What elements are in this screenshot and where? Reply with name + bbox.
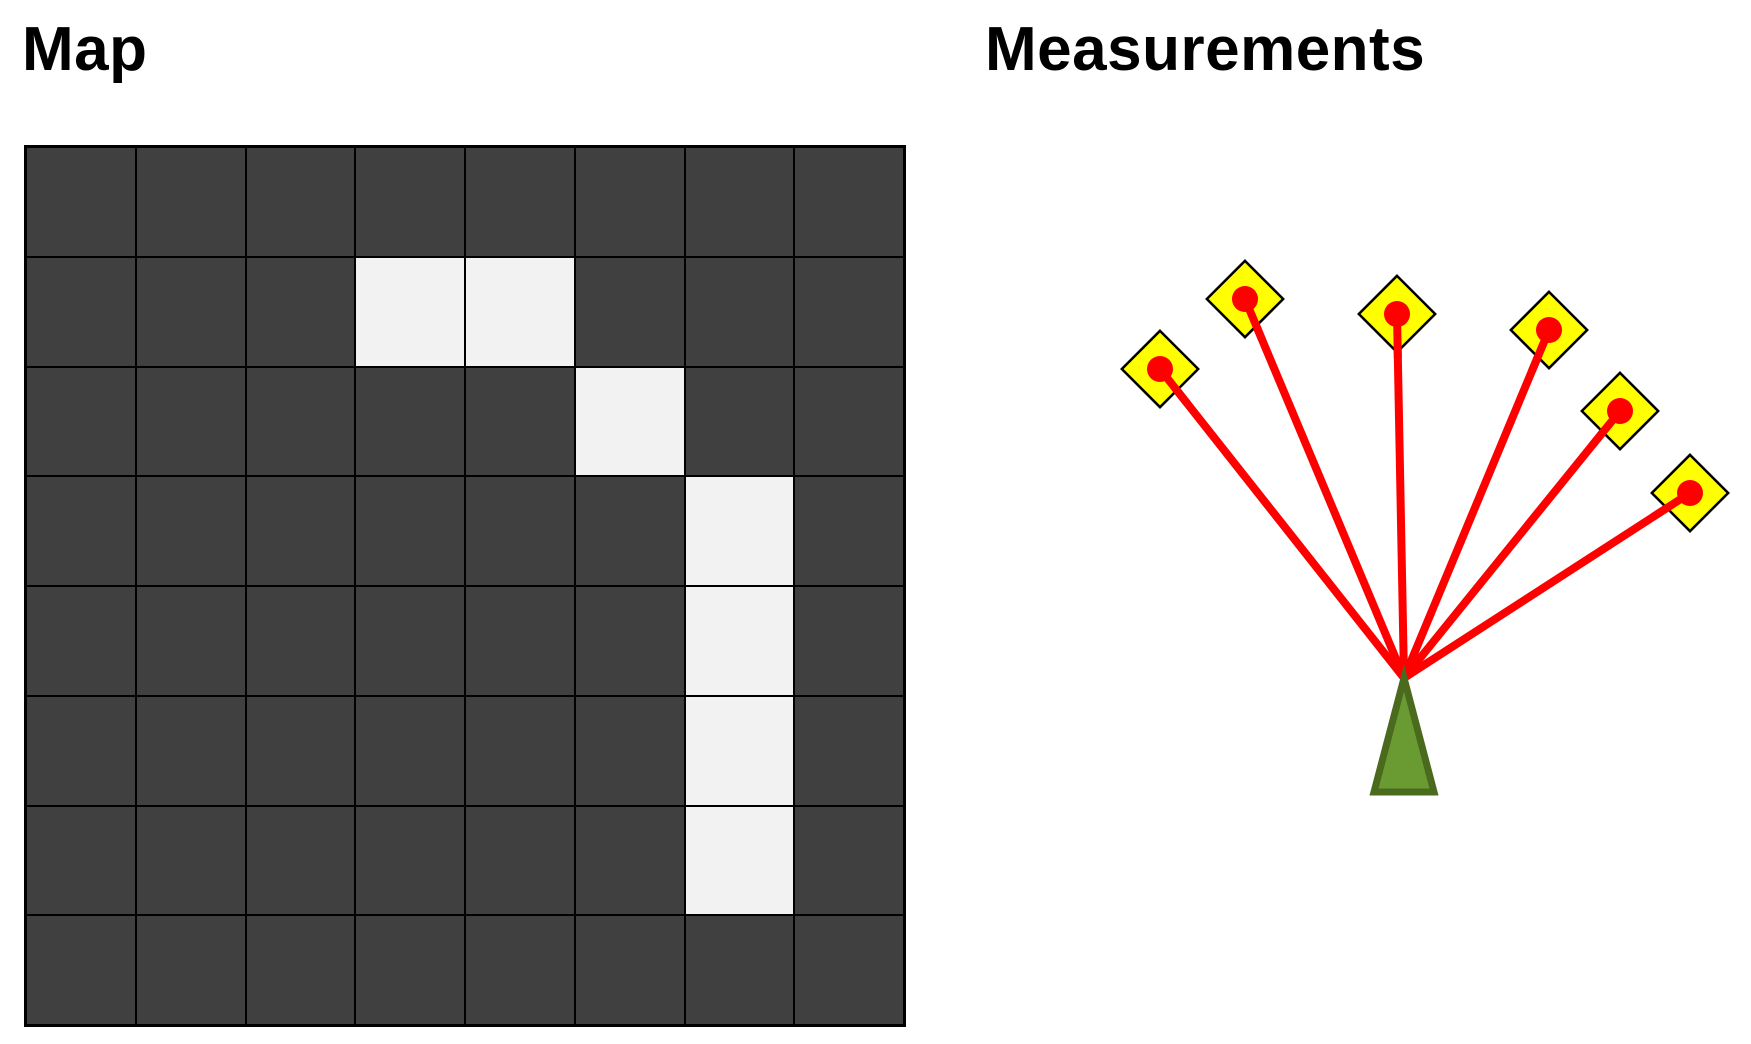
grid-cell-occupied bbox=[465, 147, 575, 257]
grid-cell-occupied bbox=[794, 695, 904, 806]
grid-cell-occupied bbox=[355, 915, 465, 1025]
measurement-beam bbox=[1241, 295, 1408, 682]
grid-cell-occupied bbox=[245, 147, 356, 257]
grid-cell-free bbox=[684, 586, 795, 696]
grid-cell-occupied bbox=[26, 366, 136, 477]
grid-cell-occupied bbox=[245, 805, 356, 916]
grid-cell-occupied bbox=[465, 366, 575, 477]
grid-cell-occupied bbox=[794, 586, 904, 696]
grid-cell-occupied bbox=[245, 586, 356, 696]
grid-cell-occupied bbox=[574, 256, 685, 367]
sensor-triangle-icon bbox=[1369, 664, 1439, 796]
grid-cell-occupied bbox=[794, 476, 904, 586]
grid-cell-occupied bbox=[26, 256, 136, 367]
grid-cell-occupied bbox=[684, 366, 795, 477]
landmark-marker bbox=[1205, 259, 1285, 342]
grid-cell-free bbox=[465, 256, 575, 367]
grid-cell-occupied bbox=[135, 586, 246, 696]
grid-cell-occupied bbox=[794, 147, 904, 257]
grid-cell-occupied bbox=[465, 476, 575, 586]
measurement-beam bbox=[1400, 407, 1624, 682]
grid-cell-occupied bbox=[465, 915, 575, 1025]
landmark-marker bbox=[1650, 453, 1730, 533]
grid-cell-occupied bbox=[245, 256, 356, 367]
sensor-layer bbox=[1120, 259, 1730, 796]
grid-cell-occupied bbox=[26, 805, 136, 916]
grid-cell-occupied bbox=[574, 147, 685, 257]
grid-cell-occupied bbox=[135, 476, 246, 586]
measurement-beam bbox=[1400, 326, 1553, 682]
measurements-title: Measurements bbox=[985, 15, 1426, 84]
grid-cell-occupied bbox=[355, 476, 465, 586]
grid-cell-occupied bbox=[574, 695, 685, 806]
beam-endpoint-dot bbox=[1147, 356, 1173, 382]
measurement-beam bbox=[1400, 489, 1694, 682]
grid-cell-occupied bbox=[245, 915, 356, 1025]
grid-cell-occupied bbox=[245, 366, 356, 477]
grid-cell-occupied bbox=[574, 476, 685, 586]
grid-cell-occupied bbox=[355, 586, 465, 696]
grid-cell-occupied bbox=[574, 805, 685, 916]
grid-cell-occupied bbox=[794, 256, 904, 367]
grid-cell-occupied bbox=[26, 476, 136, 586]
grid-cell-free bbox=[684, 805, 795, 916]
grid-cell-free bbox=[684, 476, 795, 586]
grid-cell-occupied bbox=[355, 805, 465, 916]
grid-cell-occupied bbox=[245, 695, 356, 806]
grid-cell-occupied bbox=[794, 915, 904, 1025]
grid-cell-occupied bbox=[684, 147, 795, 257]
grid-cell-occupied bbox=[135, 915, 246, 1025]
landmark-marker bbox=[1509, 290, 1589, 373]
grid-cell-occupied bbox=[135, 366, 246, 477]
grid-cell-occupied bbox=[355, 366, 465, 477]
grid-cell-occupied bbox=[684, 915, 795, 1025]
beam-endpoint-dot bbox=[1232, 286, 1258, 312]
grid-cell-occupied bbox=[465, 805, 575, 916]
beam-endpoint-dot bbox=[1607, 398, 1633, 424]
map-title: Map bbox=[22, 15, 148, 84]
beams-layer bbox=[1156, 295, 1694, 682]
grid-cell-occupied bbox=[135, 147, 246, 257]
grid-cell-free bbox=[684, 695, 795, 806]
grid-cell-occupied bbox=[245, 476, 356, 586]
grid-cell-occupied bbox=[26, 915, 136, 1025]
landmark-marker bbox=[1357, 274, 1437, 359]
grid-cell-free bbox=[355, 256, 465, 367]
landmark-marker bbox=[1120, 329, 1200, 409]
grid-cell-occupied bbox=[574, 915, 685, 1025]
grid-cell-occupied bbox=[794, 805, 904, 916]
grid-cell-occupied bbox=[26, 695, 136, 806]
grid-cell-free bbox=[574, 366, 685, 477]
grid-cell-occupied bbox=[465, 586, 575, 696]
grid-cell-occupied bbox=[684, 256, 795, 367]
grid-cell-occupied bbox=[355, 695, 465, 806]
grid-cell-occupied bbox=[465, 695, 575, 806]
grid-cell-occupied bbox=[574, 586, 685, 696]
grid-cell-occupied bbox=[135, 256, 246, 367]
landmark-marker bbox=[1580, 371, 1660, 451]
grid-cell-occupied bbox=[355, 147, 465, 257]
beam-endpoint-dot bbox=[1677, 480, 1703, 506]
measurement-beam bbox=[1156, 365, 1408, 682]
grid-cell-occupied bbox=[794, 366, 904, 477]
grid-cell-occupied bbox=[26, 147, 136, 257]
grid-cell-occupied bbox=[135, 805, 246, 916]
occupancy-grid-map bbox=[24, 145, 906, 1027]
measurement-beam bbox=[1393, 310, 1408, 682]
grid-cell-occupied bbox=[135, 695, 246, 806]
grid-cell-occupied bbox=[26, 586, 136, 696]
beam-endpoint-dot bbox=[1536, 317, 1562, 343]
beam-endpoint-dot bbox=[1384, 301, 1410, 327]
